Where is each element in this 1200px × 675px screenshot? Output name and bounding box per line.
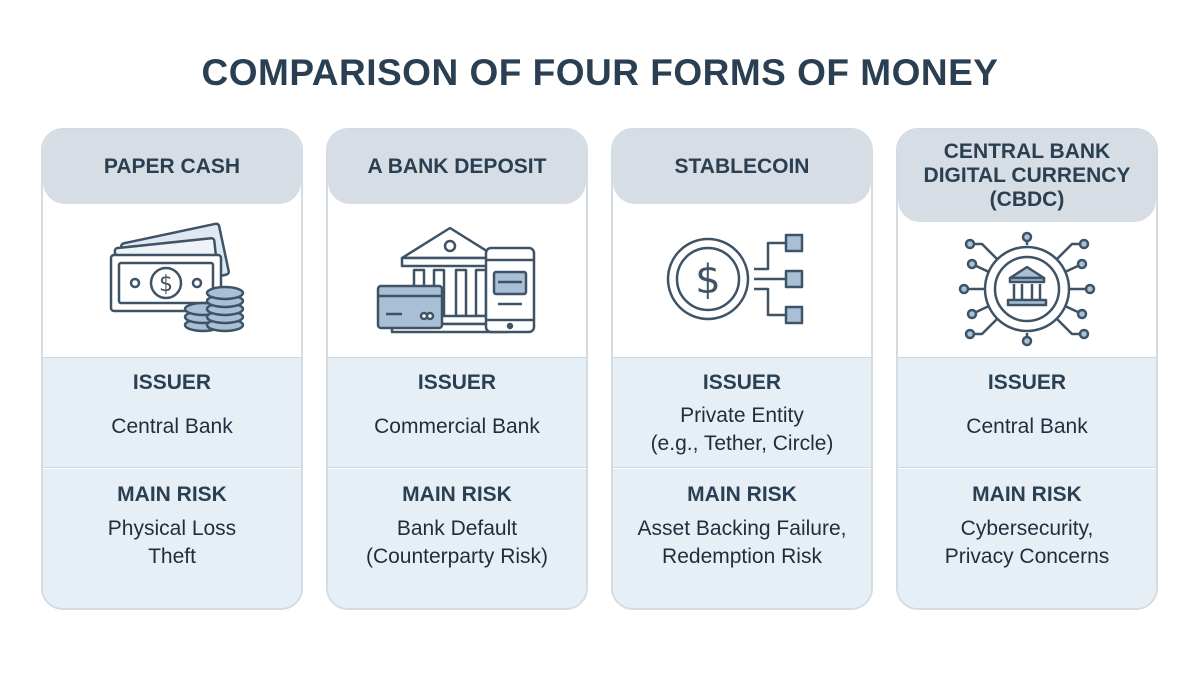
issuer-label: ISSUER	[132, 371, 212, 394]
risk-label: MAIN RISK	[972, 483, 1082, 506]
risk-section: MAIN RISK Physical Loss Theft	[43, 469, 301, 608]
risk-label: MAIN RISK	[117, 483, 227, 506]
card-header: CENTRAL BANK DIGITAL CURRENCY (CBDC)	[898, 130, 1156, 222]
bank-card-phone-icon	[328, 204, 586, 356]
risk-value: Physical Loss Theft	[107, 517, 237, 568]
svg-text:$: $	[695, 257, 720, 303]
card-stablecoin: STABLECOIN $ ISSUER Private Entity (e.g.…	[611, 128, 873, 610]
page-title: COMPARISON OF FOUR FORMS OF MONEY	[201, 52, 999, 93]
card-header: A BANK DEPOSIT	[328, 130, 586, 204]
risk-value: Cybersecurity, Privacy Concerns	[944, 517, 1110, 568]
risk-section: MAIN RISK Bank Default (Counterparty Ris…	[328, 469, 586, 608]
issuer-value: Central Bank	[966, 415, 1088, 438]
risk-value: Bank Default (Counterparty Risk)	[365, 517, 549, 568]
risk-label: MAIN RISK	[687, 483, 797, 506]
card-paper-cash: PAPER CASH $	[41, 128, 303, 610]
issuer-value: Central Bank	[111, 415, 233, 438]
risk-section: MAIN RISK Cybersecurity, Privacy Concern…	[898, 469, 1156, 608]
risk-value: Asset Backing Failure, Redemption Risk	[637, 517, 847, 568]
bank-network-coin-icon	[898, 222, 1156, 356]
card-bank-deposit: A BANK DEPOSIT	[326, 128, 588, 610]
cash-banknotes-coins-icon: $	[43, 204, 301, 356]
issuer-section: ISSUER Commercial Bank	[328, 357, 586, 468]
issuer-value: Commercial Bank	[374, 415, 540, 438]
issuer-label: ISSUER	[702, 371, 782, 394]
risk-label: MAIN RISK	[402, 483, 512, 506]
issuer-section: ISSUER Central Bank	[43, 357, 301, 468]
risk-section: MAIN RISK Asset Backing Failure, Redempt…	[613, 469, 871, 608]
issuer-section: ISSUER Central Bank	[898, 357, 1156, 468]
issuer-label: ISSUER	[417, 371, 497, 394]
svg-text:$: $	[159, 272, 173, 297]
issuer-value: Private Entity (e.g., Tether, Circle)	[650, 404, 834, 455]
card-header: PAPER CASH	[43, 130, 301, 204]
card-cbdc: CENTRAL BANK DIGITAL CURRENCY (CBDC)	[896, 128, 1158, 610]
issuer-label: ISSUER	[987, 371, 1067, 394]
coin-network-icon: $	[613, 204, 871, 356]
issuer-section: ISSUER Private Entity (e.g., Tether, Cir…	[613, 357, 871, 468]
card-header: STABLECOIN	[613, 130, 871, 204]
